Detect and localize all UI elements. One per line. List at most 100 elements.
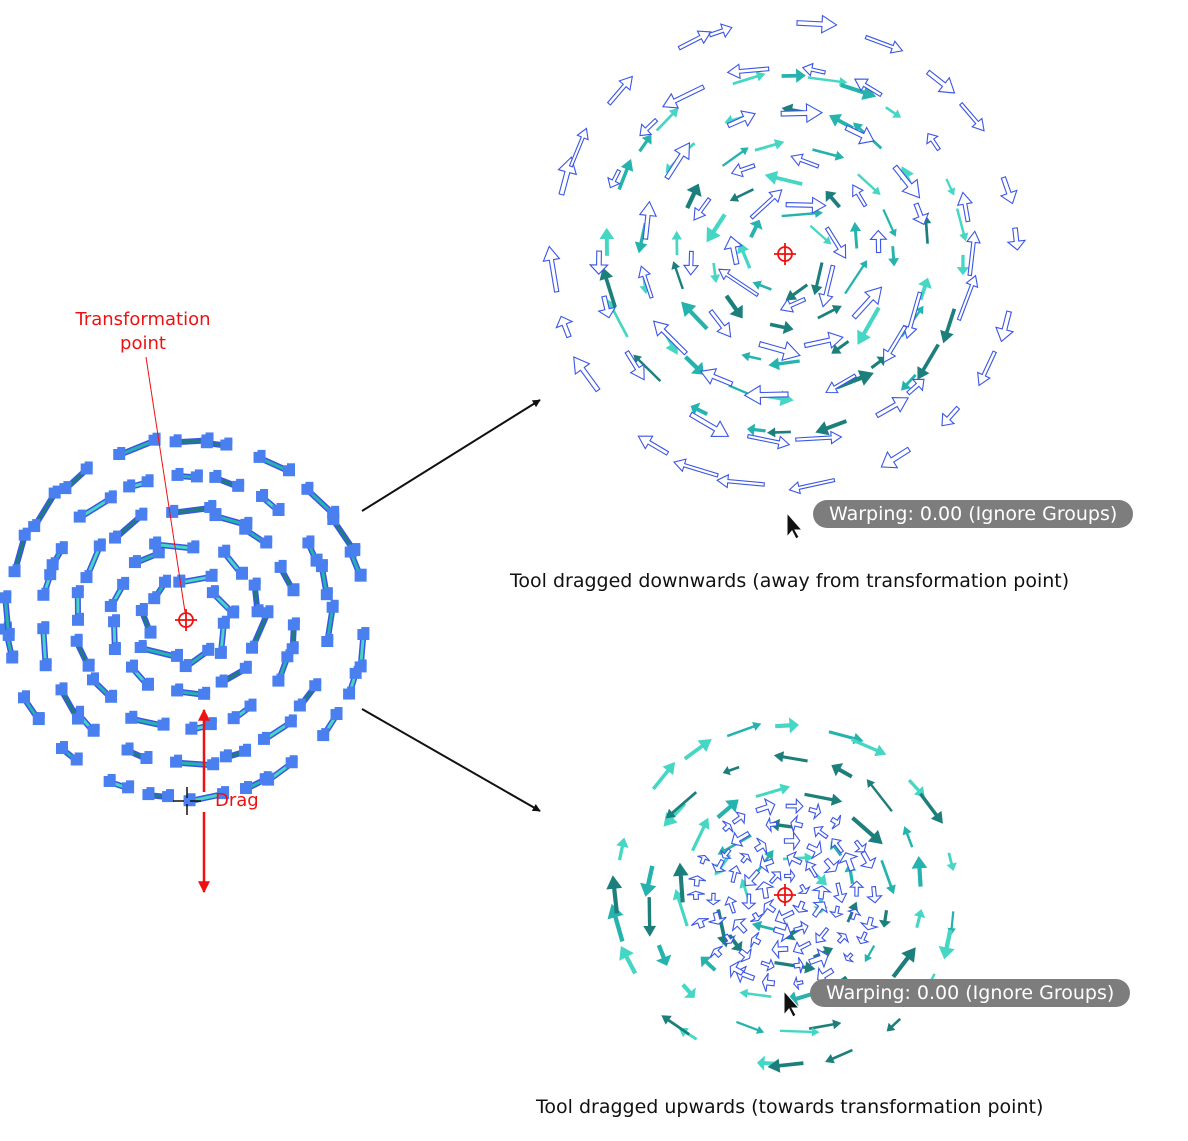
selection-handle [227, 607, 240, 619]
vector-arrow [744, 869, 761, 887]
selection-handle [17, 692, 30, 704]
vector-arrow [682, 250, 700, 276]
selection-handle [302, 537, 315, 549]
vector-arrow [729, 959, 745, 979]
vector-arrow [830, 838, 845, 854]
vector-arrow [892, 164, 921, 199]
vector-arrow [792, 900, 809, 913]
vector-arrow [730, 830, 751, 847]
selection-handle [200, 437, 213, 449]
selection-handle [290, 641, 299, 648]
selection-handle [3, 590, 12, 597]
vector-arrow [619, 945, 638, 975]
selection-handle [177, 574, 186, 581]
selection-handle [190, 471, 203, 483]
selection-handle [48, 487, 61, 499]
selection-handle [218, 645, 227, 652]
selection-handle [239, 662, 252, 674]
selection-handle [224, 437, 233, 444]
vector-arrow [902, 291, 923, 340]
vector-arrow [726, 110, 756, 129]
vector-arrow [864, 34, 904, 54]
selection-handle [175, 683, 184, 690]
vector-arrow [851, 286, 883, 320]
selection-handle [113, 530, 122, 537]
selection-handle [221, 786, 230, 793]
vector-arrow [637, 435, 670, 456]
selection-handle [314, 553, 323, 560]
vector-arrow [918, 792, 943, 824]
vector-arrow [846, 908, 862, 921]
selection-handle [171, 685, 184, 697]
transformation-point-label-line1: Transformation [75, 309, 211, 330]
vector-arrow [764, 170, 803, 186]
selection-handle [313, 678, 322, 685]
selection-handle [140, 752, 153, 764]
vector-arrow [693, 197, 712, 221]
selection-handle [243, 521, 252, 528]
selection-handle [208, 717, 217, 724]
vector-arrow [756, 1055, 776, 1071]
selection-handle [148, 625, 157, 632]
selection-handle [347, 686, 356, 693]
selection-handle [134, 642, 147, 654]
selection-handle [50, 557, 59, 564]
vector-arrow [671, 230, 683, 256]
vector-arrow [955, 208, 969, 242]
vector-arrow [723, 235, 744, 266]
selection-handle [10, 650, 19, 657]
selection-handle [207, 759, 220, 771]
selection-handle [281, 651, 294, 663]
transformation-point-leader [145, 356, 186, 613]
vector-arrow [705, 892, 722, 906]
selection-handle [206, 587, 219, 599]
vector-arrow [913, 909, 926, 929]
vector-arrow [866, 885, 883, 904]
selection-handle [153, 536, 162, 543]
selection-handle [260, 488, 269, 495]
vector-arrow [788, 477, 836, 495]
selection-handle [121, 744, 134, 756]
selection-handle [108, 644, 121, 656]
selection-handle [250, 640, 259, 647]
vector-arrow [956, 191, 974, 223]
selection-handle [263, 771, 272, 778]
vector-arrow [807, 76, 848, 87]
selection-handle [239, 783, 252, 795]
selection-handle [148, 593, 161, 605]
selection-handle [291, 617, 300, 624]
selection-handle [236, 478, 245, 485]
vector-arrow [945, 178, 955, 196]
vector-arrow [817, 305, 842, 320]
vector-arrow [699, 368, 734, 387]
selection-handle [248, 579, 261, 591]
vector-arrow [1006, 227, 1027, 251]
vector-arrow [740, 893, 757, 910]
vector-arrow [797, 883, 811, 894]
selection-handle [198, 688, 211, 700]
vector-arrow [681, 983, 696, 998]
selection-handle [244, 516, 253, 523]
selection-handle [239, 745, 252, 757]
vector-arrow [720, 848, 732, 860]
vector-arrow [672, 862, 689, 903]
vector-arrow [838, 852, 859, 872]
selected-objects-group [0, 432, 370, 807]
vector-arrow [759, 853, 775, 874]
selection-handle [243, 743, 252, 750]
vector-arrow [780, 102, 824, 124]
selection-handle [255, 604, 264, 611]
selection-handle [87, 725, 100, 737]
selection-handle [257, 449, 266, 456]
vector-arrow [779, 296, 807, 313]
vector-arrow [665, 791, 698, 819]
vector-arrow [661, 84, 706, 109]
vector-arrow [870, 356, 886, 370]
selection-handle [169, 436, 182, 448]
vector-arrow [638, 200, 658, 240]
vector-arrow [760, 958, 775, 972]
selection-handle [227, 713, 240, 725]
selection-handle [52, 485, 61, 492]
transformation-point-label: Transformation point [58, 308, 228, 356]
vector-arrow [848, 880, 865, 897]
